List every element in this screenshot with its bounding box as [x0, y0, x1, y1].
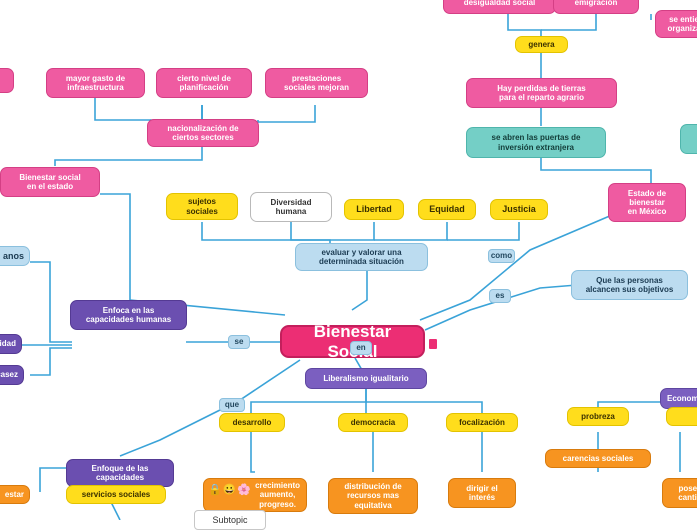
node-democracia[interactable]: democracia — [338, 413, 408, 432]
node-liberalismo-igualitario[interactable]: Liberalismo igualitario — [305, 368, 427, 389]
node-label: Libertad — [356, 204, 392, 215]
node-enfoque-capacidades[interactable]: Enfoque de las capacidades — [66, 459, 174, 487]
node-yellow-far-right[interactable] — [666, 407, 697, 426]
node-prestaciones-sociales[interactable]: prestaciones sociales mejoran — [265, 68, 368, 98]
node-label: Que las personas alcancen sus objetivos — [585, 275, 674, 294]
flower-icon: 🌸 — [237, 484, 252, 496]
node-label: Subtopic — [212, 514, 248, 525]
node-desigualdad-social[interactable]: desigualdad social — [443, 0, 556, 14]
node-humanos-offscreen[interactable]: anos — [0, 246, 30, 266]
node-label: Hay perdidas de tierras para el reparto … — [497, 83, 586, 102]
node-diversidad-humana[interactable]: Diversidad humana — [250, 192, 332, 222]
node-bienestar-social-estado[interactable]: Bienestar social en el estado — [0, 167, 100, 197]
edge-label-en: en — [350, 341, 372, 355]
edge-label-text: se — [234, 337, 244, 347]
node-nacionalizacion-sectores[interactable]: nacionalización de ciertos sectores — [147, 119, 259, 147]
node-label: carencias sociales — [562, 453, 634, 463]
node-genera[interactable]: genera — [515, 36, 568, 53]
node-label: mayor gasto de infraestructura — [65, 73, 126, 92]
node-label: nacionalización de ciertos sectores — [167, 123, 239, 142]
node-label: desigualdad social — [463, 0, 536, 8]
edge-label-text: es — [495, 291, 505, 301]
node-label: distribución de recursos mas equitativa — [344, 482, 402, 510]
node-teal-right-offscreen[interactable] — [680, 124, 697, 154]
node-equidad[interactable]: Equidad — [418, 199, 476, 220]
node-label: Estado de bienestar en México — [627, 188, 667, 217]
node-label: anos — [2, 250, 24, 261]
edge-label-text: en — [356, 343, 366, 353]
node-label: Enfoque de las capacidades — [91, 463, 149, 482]
node-far-left-r[interactable]: R — [0, 68, 14, 93]
edge-label-como: como — [488, 249, 515, 263]
node-label: focalización — [459, 417, 505, 427]
node-dirigir-interes[interactable]: dirigir el interés — [448, 478, 516, 508]
node-label: dirigir el interés — [466, 483, 498, 502]
node-label: probreza — [581, 411, 615, 421]
edge-label-se: se — [228, 335, 250, 349]
node-label: Bienestar social en el estado — [19, 172, 81, 191]
node-libertad[interactable]: Libertad — [344, 199, 404, 220]
node-label: evaluar y valorar una determinada situac… — [319, 247, 404, 266]
node-label: Liberalismo igualitario — [323, 373, 409, 383]
node-label: sidad — [0, 339, 16, 349]
node-enfoca-capacidades-humanas[interactable]: Enfoca en las capacidades humanas — [70, 300, 187, 330]
smiley-icon: 😀 — [222, 484, 237, 496]
node-label: democracia — [350, 417, 396, 427]
node-evaluar-valorar[interactable]: evaluar y valorar una determinada situac… — [295, 243, 428, 271]
node-label: se entie organiza — [667, 14, 697, 33]
node-label: desarrollo — [232, 417, 272, 427]
central-topic-badge[interactable] — [428, 338, 438, 350]
node-sujetos-sociales[interactable]: sujetos sociales — [166, 193, 238, 220]
node-casez-offscreen[interactable]: casez — [0, 365, 24, 385]
node-crecimiento-icons: 🔒 😀 🌸 — [208, 485, 251, 496]
node-posee-cantidad[interactable]: posee cantio — [662, 478, 697, 508]
node-perdidas-tierras[interactable]: Hay perdidas de tierras para el reparto … — [466, 78, 617, 108]
node-probreza[interactable]: probreza — [567, 407, 629, 426]
node-label: Econom — [667, 393, 697, 403]
node-sidad-offscreen[interactable]: sidad — [0, 334, 22, 354]
node-label: cierto nivel de planificación — [177, 73, 231, 92]
node-label: se abren las puertas de inversión extran… — [491, 133, 581, 152]
node-label: genera — [528, 39, 555, 49]
lock-icon: 🔒 — [208, 484, 222, 496]
node-estar-offscreen[interactable]: estar — [0, 485, 30, 504]
node-mayor-gasto-infraestructura[interactable]: mayor gasto de infraestructura — [46, 68, 145, 98]
node-label: crecimiento aumento, progreso. — [255, 481, 300, 509]
node-justicia[interactable]: Justicia — [490, 199, 548, 220]
node-label: servicios sociales — [81, 489, 151, 499]
node-label: estar — [4, 489, 24, 499]
edge-label-es: es — [489, 289, 511, 303]
node-label: prestaciones sociales mejoran — [284, 73, 349, 92]
edge-label-que: que — [219, 398, 245, 412]
node-servicios-sociales[interactable]: servicios sociales — [66, 485, 166, 504]
node-subtopic[interactable]: Subtopic — [194, 510, 266, 530]
node-label: sujetos sociales — [186, 197, 218, 216]
node-estado-bienestar-mexico[interactable]: Estado de bienestar en México — [608, 183, 686, 222]
node-economia-offscreen[interactable]: Econom — [660, 388, 697, 409]
node-crecimiento[interactable]: crecimiento aumento, progreso. — [203, 478, 307, 512]
node-label: Diversidad humana — [270, 197, 312, 216]
node-emigracion[interactable]: emigración — [553, 0, 639, 14]
node-distribucion-recursos[interactable]: distribución de recursos mas equitativa — [328, 478, 418, 514]
node-carencias-sociales[interactable]: carencias sociales — [545, 449, 651, 468]
node-label: Equidad — [429, 204, 465, 215]
node-label: casez — [0, 370, 18, 380]
node-se-entiende[interactable]: se entie organiza — [655, 10, 697, 38]
node-desarrollo[interactable]: desarrollo — [219, 413, 285, 432]
node-cierto-nivel-planificacion[interactable]: cierto nivel de planificación — [156, 68, 252, 98]
node-personas-alcancen-objetivos[interactable]: Que las personas alcancen sus objetivos — [571, 270, 688, 300]
node-inversion-extranjera[interactable]: se abren las puertas de inversión extran… — [466, 127, 606, 158]
node-focalizacion[interactable]: focalización — [446, 413, 518, 432]
node-label: posee cantio — [678, 483, 697, 502]
node-label: Justicia — [502, 204, 536, 215]
node-label: Enfoca en las capacidades humanas — [85, 305, 172, 324]
node-label: emigración — [574, 0, 618, 8]
edge-label-text: como — [490, 251, 513, 261]
edge-label-text: que — [224, 400, 240, 410]
